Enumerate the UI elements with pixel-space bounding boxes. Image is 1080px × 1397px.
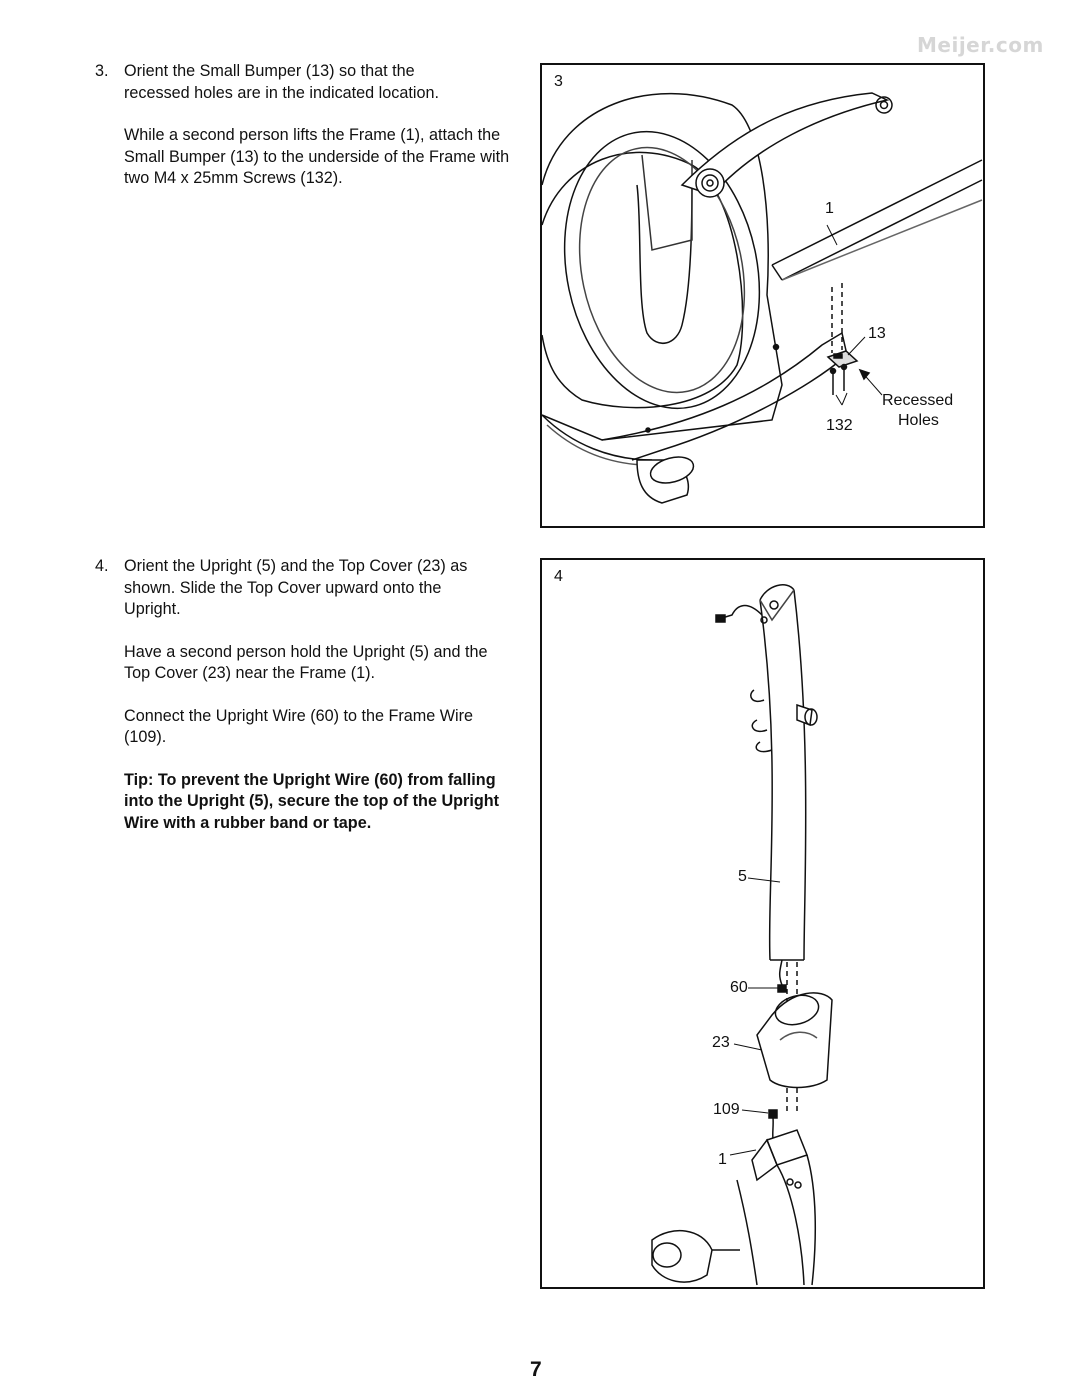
figure-3-number: 3 [554, 73, 563, 90]
step-4-tip: Tip: To prevent the Upright Wire (60) fr… [124, 770, 499, 832]
callout-screws-132: 132 [826, 417, 853, 434]
callout-frame-1: 1 [825, 200, 834, 217]
figure-4-frame: 4 5 60 23 109 1 [540, 558, 985, 1289]
callout-upright-5: 5 [738, 868, 747, 885]
step-3-paragraph-2: While a second person lifts the Frame (1… [124, 126, 510, 187]
callout-frame-1: 1 [718, 1151, 727, 1168]
callout-recessed-holes-line2: Holes [898, 412, 939, 429]
step-4-paragraph-2: Have a second person hold the Upright (5… [124, 642, 488, 683]
callout-frame-wire-109: 109 [713, 1101, 740, 1118]
step-4-paragraph-1: Orient the Upright (5) and the Top Cover… [124, 557, 468, 618]
watermark-text: Meijer.com [917, 33, 1044, 57]
figure-3-illustration [542, 92, 983, 504]
step-4-number: 4. [95, 557, 109, 575]
step-4-paragraph-3: Connect the Upright Wire (60) to the Fra… [124, 706, 474, 747]
figure-4-illustration [651, 584, 833, 1286]
step-3-paragraph-1: Orient the Small Bumper (13) so that the… [124, 62, 439, 102]
step-4-instructions: 4. Orient the Upright (5) and the Top Co… [95, 556, 515, 855]
figure-4-number: 4 [554, 568, 563, 585]
page-number: 7 [530, 1358, 542, 1381]
callout-recessed-holes-line1: Recessed [882, 392, 954, 409]
figure-3-frame: 3 1 13 132 Recessed Holes [540, 63, 985, 528]
step-3-number: 3. [95, 62, 109, 80]
callout-small-bumper-13: 13 [868, 325, 886, 342]
step-3-instructions: 3. Orient the Small Bumper (13) so that … [95, 61, 515, 211]
callout-upright-wire-60: 60 [730, 979, 748, 996]
callout-top-cover-23: 23 [712, 1034, 730, 1051]
